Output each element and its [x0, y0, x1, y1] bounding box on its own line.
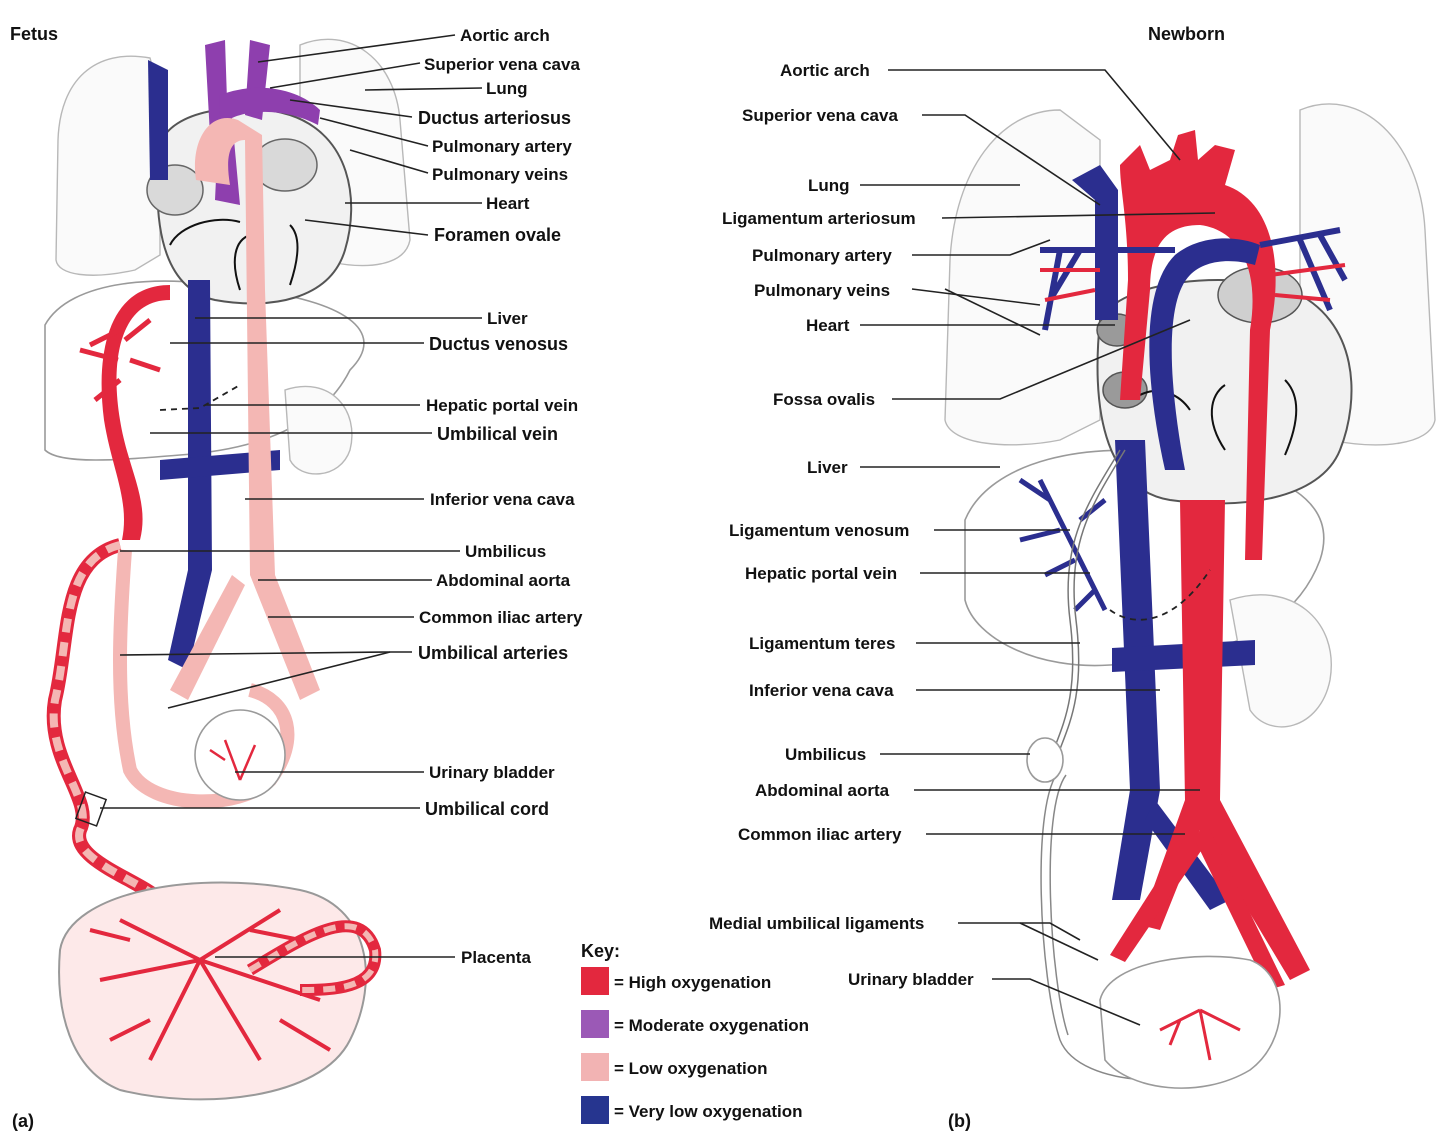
newborn-label-aortic-arch: Aortic arch	[780, 61, 870, 80]
newborn-label-abdominal-aorta: Abdominal aorta	[755, 781, 890, 800]
key-swatch-moderate	[581, 1010, 609, 1038]
newborn-iliac-artery-left	[1110, 830, 1205, 962]
key-label-low: = Low oxygenation	[614, 1059, 768, 1078]
newborn-pulmonary-branches	[1040, 227, 1348, 331]
key-label-high: = High oxygenation	[614, 973, 771, 992]
newborn-labels: Aortic arch Superior vena cava Lung Liga…	[709, 61, 1216, 1026]
fetus-umbilical-arteries	[113, 549, 295, 809]
fetus-label-hepatic-portal-vein: Hepatic portal vein	[426, 396, 578, 415]
fetus-label-aortic-arch: Aortic arch	[460, 26, 550, 45]
newborn-label-ligamentum-arteriosum: Ligamentum arteriosum	[722, 209, 916, 228]
newborn-pulmonary-veins-red	[1040, 263, 1346, 302]
fetus-label-lung: Lung	[486, 79, 528, 98]
fetus-abdominal-aorta	[194, 118, 320, 701]
fetus-label-liver: Liver	[487, 309, 528, 328]
newborn-label-medial-umbilical-ligaments: Medial umbilical ligaments	[709, 914, 924, 933]
key-title: Key:	[581, 941, 620, 961]
key-label-very-low: = Very low oxygenation	[614, 1102, 802, 1121]
fetus-label-foramen-ovale: Foramen ovale	[434, 225, 561, 245]
fetus-label-placenta: Placenta	[461, 948, 531, 967]
newborn-panel: Newborn (b)	[944, 24, 1436, 1131]
fetus-label-ductus-venosus: Ductus venosus	[429, 334, 568, 354]
newborn-label-pulmonary-veins: Pulmonary veins	[754, 281, 890, 300]
newborn-lung-left	[944, 109, 1101, 446]
fetus-labels: Aortic arch Superior vena cava Lung Duct…	[74, 26, 583, 967]
newborn-liver-branches	[1018, 477, 1108, 612]
newborn-label-hepatic-portal-vein: Hepatic portal vein	[745, 564, 897, 583]
fetus-label-umbilicus: Umbilicus	[465, 542, 546, 561]
fetus-label-ductus-arteriosus: Ductus arteriosus	[418, 108, 571, 128]
key-swatch-low	[581, 1053, 609, 1081]
fetus-label-abdominal-aorta: Abdominal aorta	[436, 571, 571, 590]
newborn-label-fossa-ovalis: Fossa ovalis	[773, 390, 875, 409]
fetus-title: Fetus	[10, 24, 58, 44]
newborn-title: Newborn	[1148, 24, 1225, 44]
key-label-moderate: = Moderate oxygenation	[614, 1016, 809, 1035]
newborn-umbilicus	[1026, 737, 1064, 783]
newborn-label-pulmonary-artery: Pulmonary artery	[752, 246, 892, 265]
oxygenation-key: Key: = High oxygenation = Moderate oxyge…	[581, 941, 809, 1124]
newborn-pulmonary-artery	[1149, 238, 1260, 470]
fetus-kidney-right	[284, 385, 353, 475]
newborn-aortic-arch	[1120, 130, 1276, 560]
newborn-label-ligamentum-venosum: Ligamentum venosum	[729, 521, 909, 540]
fetus-liver-branches	[79, 318, 161, 402]
fetus-label-inferior-vena-cava: Inferior vena cava	[430, 490, 575, 509]
newborn-iliac-artery-right	[1195, 820, 1285, 990]
newborn-label-liver: Liver	[807, 458, 848, 477]
newborn-label-lung: Lung	[808, 176, 850, 195]
fetus-label-urinary-bladder: Urinary bladder	[429, 763, 555, 782]
fetus-pulmonary-trunk	[215, 87, 320, 205]
fetus-label-umbilical-vein: Umbilical vein	[437, 424, 558, 444]
fetus-label-common-iliac-artery: Common iliac artery	[419, 608, 583, 627]
newborn-label-superior-vena-cava: Superior vena cava	[742, 106, 898, 125]
fetus-umbilical-vein	[101, 285, 170, 540]
fetus-label-umbilical-arteries: Umbilical arteries	[418, 643, 568, 663]
fetus-iliac-branch	[170, 575, 245, 700]
key-swatch-very-low	[581, 1096, 609, 1124]
newborn-panel-tag: (b)	[948, 1111, 971, 1131]
newborn-kidney-right	[1229, 594, 1332, 728]
fetus-label-pulmonary-veins: Pulmonary veins	[432, 165, 568, 184]
newborn-label-umbilicus: Umbilicus	[785, 745, 866, 764]
fetus-label-pulmonary-artery: Pulmonary artery	[432, 137, 572, 156]
fetus-label-heart: Heart	[486, 194, 530, 213]
newborn-label-inferior-vena-cava: Inferior vena cava	[749, 681, 894, 700]
newborn-superior-vena-cava	[1072, 165, 1118, 320]
fetus-panel-tag: (a)	[12, 1111, 34, 1131]
newborn-ligamentum-teres	[1049, 449, 1126, 761]
fetus-label-superior-vena-cava: Superior vena cava	[424, 55, 580, 74]
newborn-urinary-bladder	[1099, 955, 1281, 1089]
fetus-lung-left	[55, 55, 161, 276]
newborn-label-heart: Heart	[806, 316, 850, 335]
newborn-label-urinary-bladder: Urinary bladder	[848, 970, 974, 989]
newborn-label-ligamentum-teres: Ligamentum teres	[749, 634, 895, 653]
fetus-superior-vena-cava	[148, 60, 168, 180]
newborn-label-common-iliac-artery: Common iliac artery	[738, 825, 902, 844]
fetus-placenta-vessels	[89, 908, 332, 1062]
fetus-label-umbilical-cord: Umbilical cord	[425, 799, 549, 819]
fetus-urinary-bladder	[194, 709, 286, 801]
fetus-panel: Fetus (a)	[10, 24, 411, 1131]
key-swatch-high	[581, 967, 609, 995]
